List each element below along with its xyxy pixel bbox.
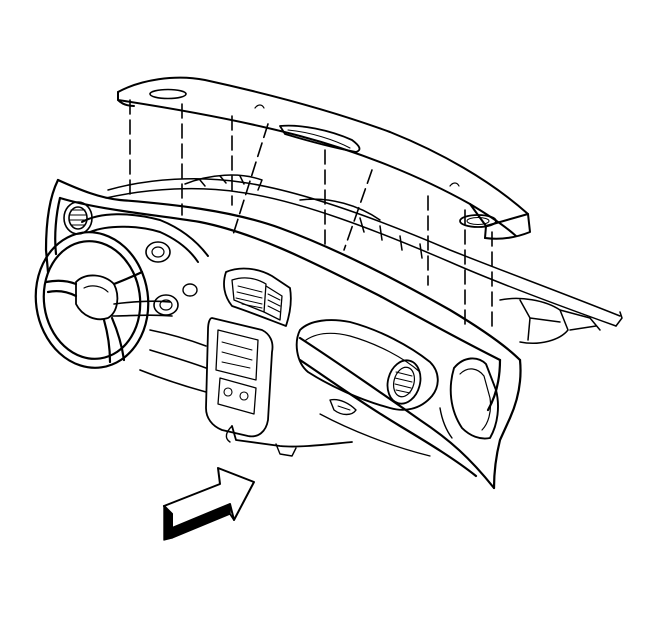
alignment-lines: [129, 99, 493, 331]
right-end-panel: [439, 357, 499, 440]
center-stack: [205, 317, 353, 457]
center-air-vents: [223, 267, 292, 327]
instrument-panel-body: [44, 178, 522, 490]
cluster-hood: [81, 213, 209, 316]
lower-bolster: [139, 329, 207, 393]
air-vent-icon: [63, 201, 93, 235]
steering-wheel-icon: [34, 231, 173, 369]
cross-car-beam: [105, 174, 623, 344]
upper-trim-panel: [117, 76, 531, 240]
arrow-icon: [163, 467, 255, 541]
right-air-vent: [386, 359, 422, 405]
